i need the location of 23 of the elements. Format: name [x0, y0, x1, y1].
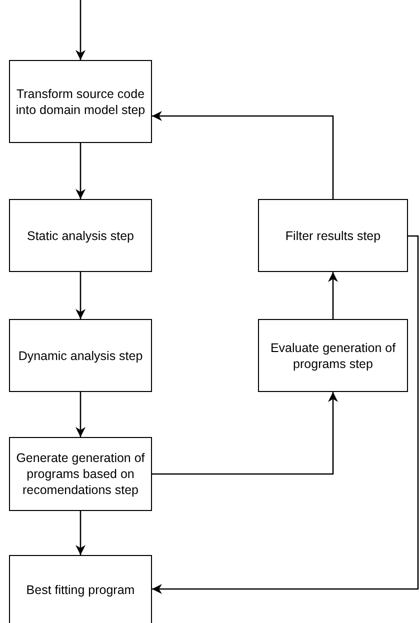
process-box	[9, 437, 152, 511]
step-label: Generate generation of programs based on recomendations step	[15, 450, 146, 498]
arrow	[76, 511, 86, 555]
process-box	[258, 319, 408, 392]
arrow	[152, 235, 419, 594]
step-label: Filter results step	[284, 228, 382, 244]
process-box	[9, 199, 152, 272]
step-label: Dynamic analysis step	[17, 348, 144, 364]
arrow	[76, 272, 86, 319]
step-label: Static analysis step	[26, 228, 135, 244]
process-box	[9, 555, 152, 623]
arrow	[328, 272, 338, 319]
process-box	[9, 60, 152, 143]
process-box	[9, 319, 152, 392]
step-label: Evaluate generation of programs step	[269, 340, 397, 372]
arrow	[152, 392, 338, 475]
arrow	[152, 111, 334, 199]
arrow	[76, 0, 86, 60]
arrow	[76, 392, 86, 437]
process-box	[258, 199, 408, 272]
arrow	[76, 143, 86, 199]
step-label: Best fitting program	[25, 582, 136, 598]
step-label: Transform source code into domain model step	[14, 86, 146, 118]
